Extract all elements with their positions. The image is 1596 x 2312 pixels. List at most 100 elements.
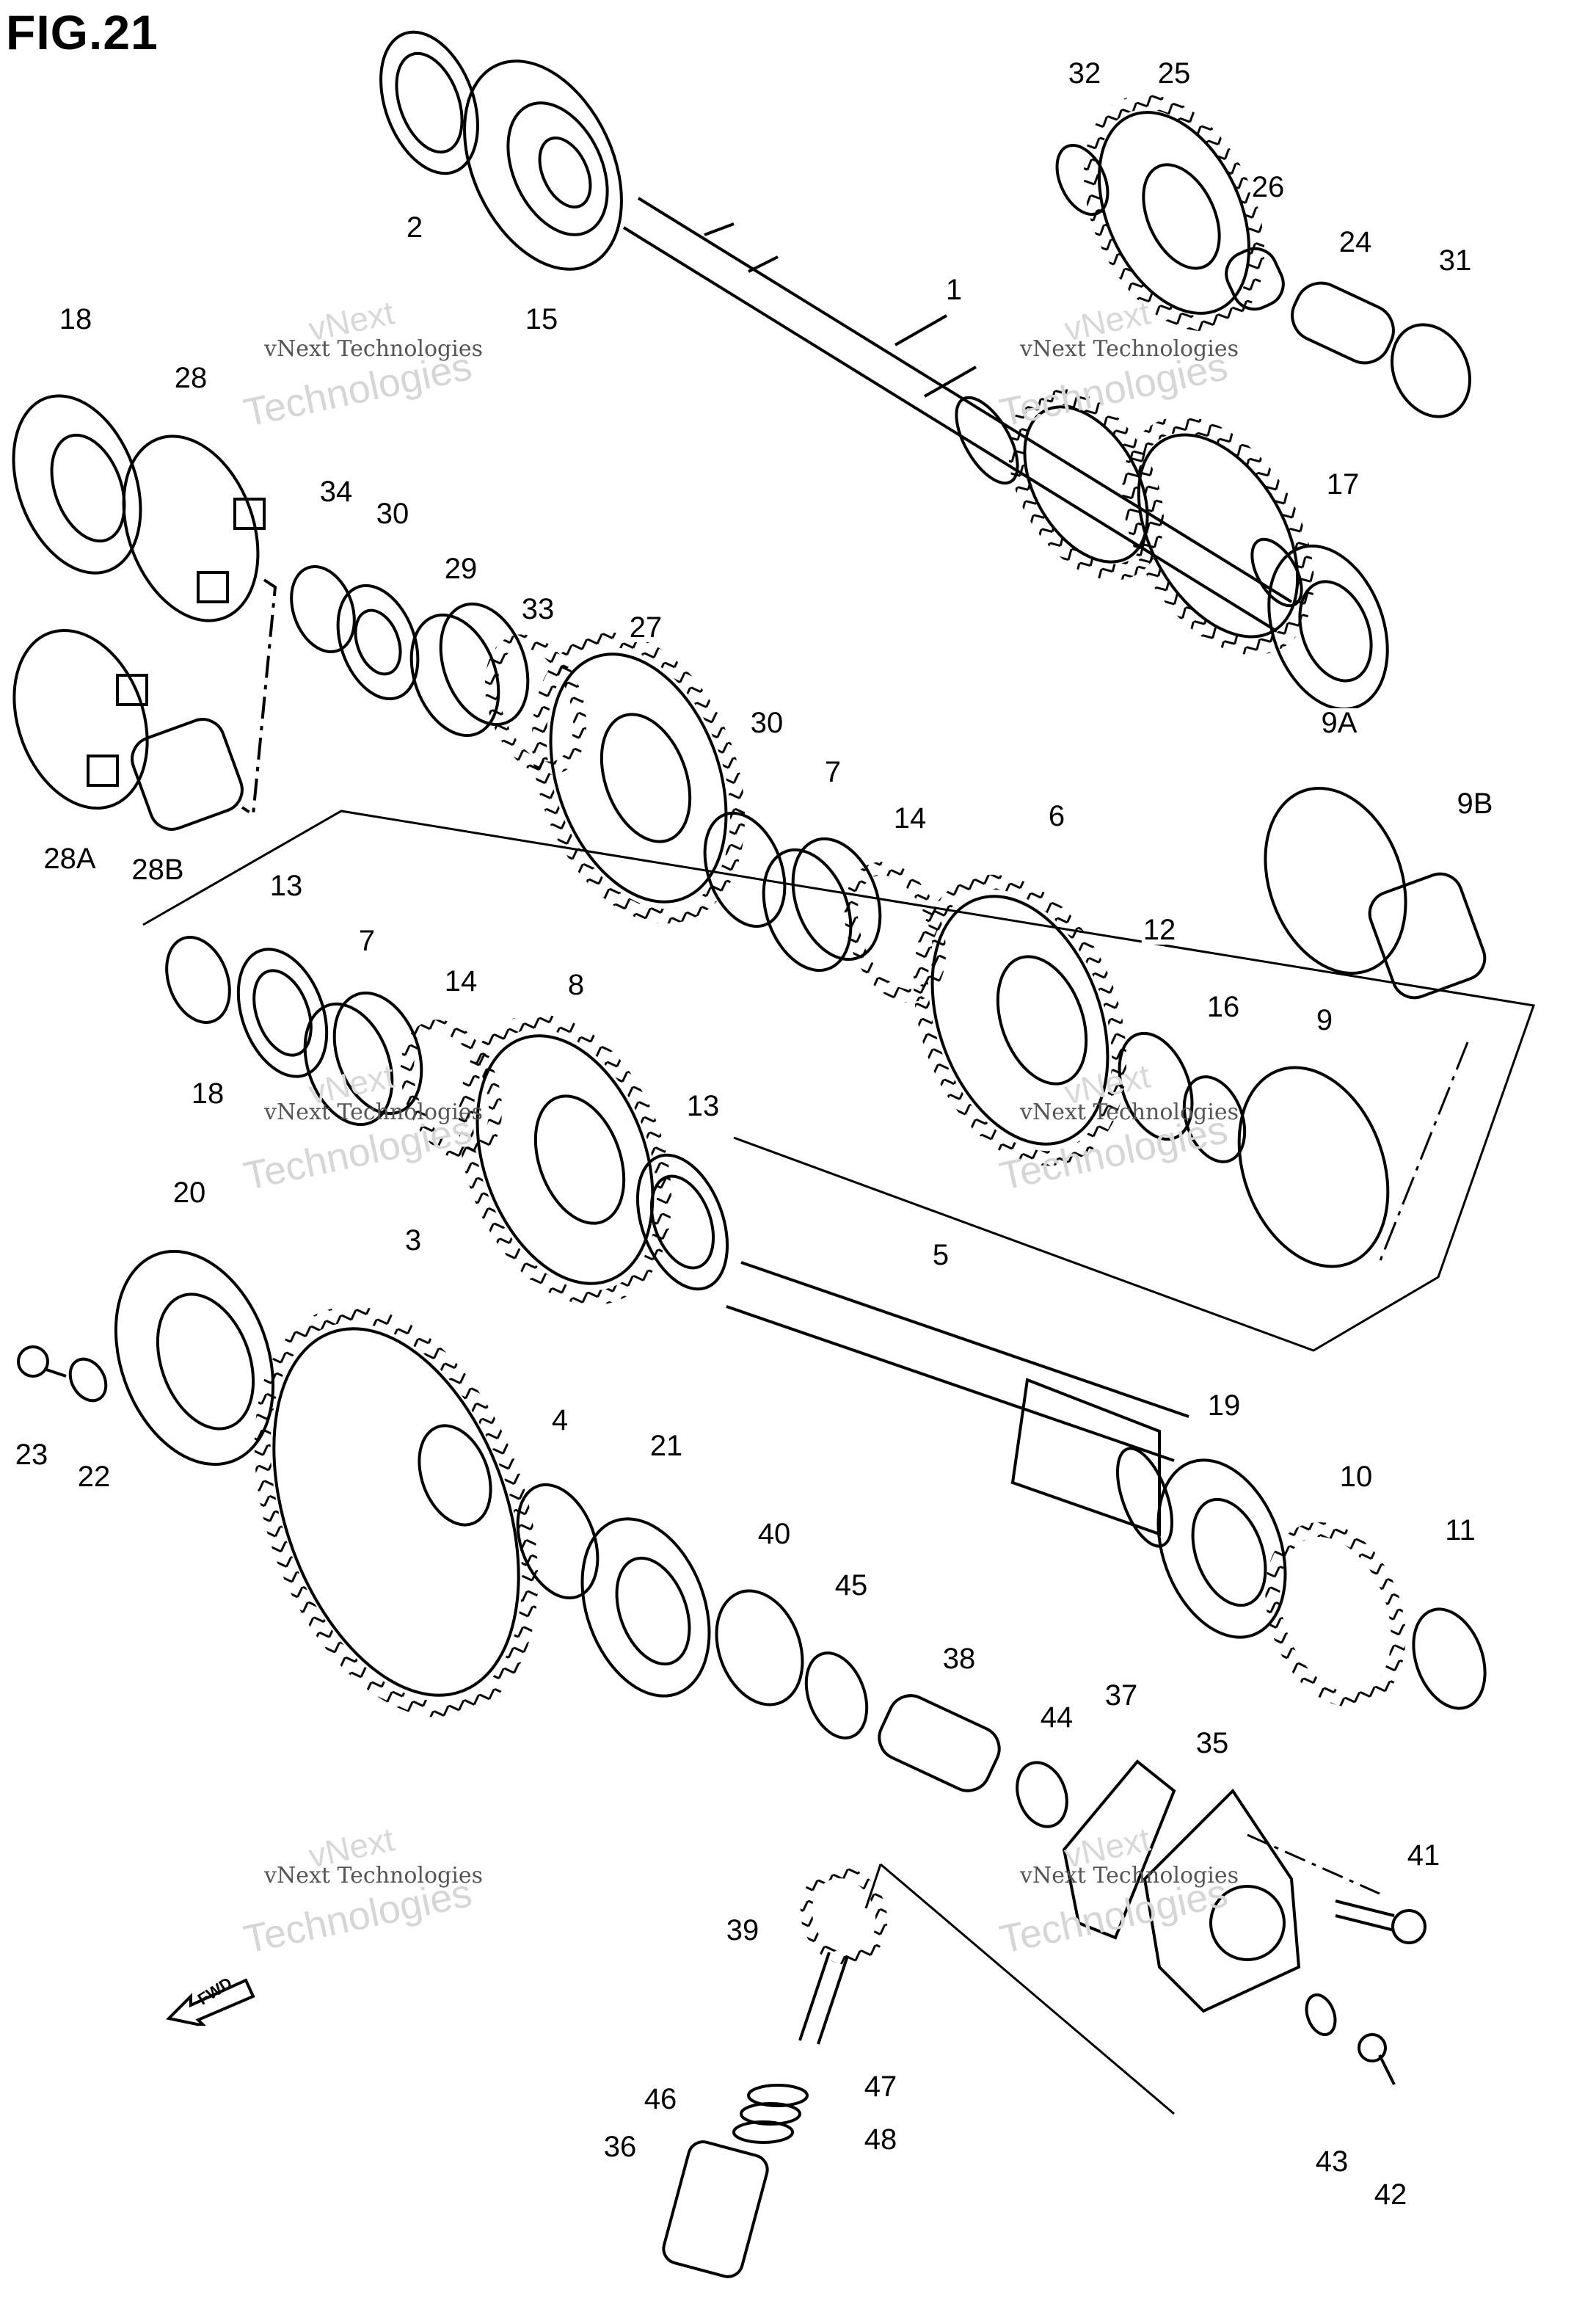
gear-27 xyxy=(531,632,746,924)
callout-13: 13 xyxy=(268,870,305,902)
callout-43: 43 xyxy=(1313,2145,1350,2178)
hub-9 xyxy=(1237,1066,1390,1268)
ring-34 xyxy=(290,564,356,654)
countershaft-5 xyxy=(726,1261,1189,1548)
bolt-42 xyxy=(1358,2033,1396,2085)
callout-32: 32 xyxy=(1066,57,1103,90)
callout-14: 14 xyxy=(892,802,928,835)
ring-11 xyxy=(1412,1607,1487,1710)
callout-1: 1 xyxy=(944,274,964,306)
washers-46-47-48 xyxy=(732,2084,809,2144)
gear-3 xyxy=(254,1306,539,1718)
sleeve-9B xyxy=(1368,872,1487,1000)
washer-45 xyxy=(804,1651,869,1740)
needle-bearing-33 xyxy=(484,634,587,775)
washer-43 xyxy=(1305,1993,1337,2037)
fwd-arrow-icon xyxy=(165,1978,255,2026)
hub-28A xyxy=(12,628,149,810)
hub-9A xyxy=(1264,787,1407,975)
callout-19: 19 xyxy=(1206,1389,1242,1422)
gear-25 xyxy=(1083,94,1265,332)
countershaft-frame xyxy=(142,810,1536,1352)
callout-7: 7 xyxy=(357,925,377,957)
bracket-39 xyxy=(864,1863,1175,2115)
callout-18: 18 xyxy=(57,303,94,335)
callout-12: 12 xyxy=(1141,914,1178,946)
callout-4: 4 xyxy=(550,1404,570,1436)
callout-17: 17 xyxy=(1324,468,1361,501)
ring-32 xyxy=(1055,143,1109,217)
callout-11: 11 xyxy=(1443,1514,1477,1546)
bearing-19 xyxy=(1156,1458,1287,1639)
dash-line-41 xyxy=(1247,1833,1380,1895)
main-shaft-1 xyxy=(622,197,1314,655)
callout-28: 28 xyxy=(172,362,209,394)
callout-10: 10 xyxy=(1338,1461,1374,1493)
sprocket-10 xyxy=(1265,1522,1406,1708)
ring-18-mid xyxy=(165,935,231,1025)
callout-35: 35 xyxy=(1194,1727,1231,1759)
gear-38 xyxy=(878,1694,1001,1792)
washer-22 xyxy=(68,1357,108,1403)
gear-8 xyxy=(458,1014,672,1306)
callout-23: 23 xyxy=(13,1439,50,1471)
collar-31 xyxy=(1391,323,1471,418)
bracket-lines xyxy=(241,578,277,818)
bearing-15 xyxy=(463,59,623,271)
gasket-37 xyxy=(1062,1759,1176,1940)
figure-title: FIG.21 xyxy=(6,5,158,59)
callout-20: 20 xyxy=(171,1177,208,1209)
bolt-41 xyxy=(1335,1900,1426,1944)
sleeve-36 xyxy=(662,2140,769,2278)
callout-46: 46 xyxy=(642,2083,679,2115)
washer-12 xyxy=(1118,1031,1194,1141)
housing-35 xyxy=(1143,1788,1301,2013)
callout-29: 29 xyxy=(442,553,479,585)
washer-30-top xyxy=(336,584,420,701)
bushing-7-mid xyxy=(762,837,882,973)
callout-34: 34 xyxy=(318,476,354,508)
gear-39 xyxy=(798,1866,888,2045)
callout-45: 45 xyxy=(833,1569,870,1602)
callout-8: 8 xyxy=(566,969,586,1001)
washer-13-low xyxy=(635,1153,729,1291)
ring-44 xyxy=(1016,1761,1068,1828)
callout-39: 39 xyxy=(724,1914,761,1946)
collar-40 xyxy=(715,1589,804,1706)
callout-13: 13 xyxy=(685,1090,721,1122)
washer-13-mid xyxy=(236,948,329,1078)
callout-3: 3 xyxy=(403,1224,423,1257)
callout-41: 41 xyxy=(1405,1839,1442,1872)
callout-27: 27 xyxy=(627,611,664,644)
callout-9B: 9B xyxy=(1455,788,1495,820)
callout-14: 14 xyxy=(442,965,479,997)
gear-6 xyxy=(913,874,1127,1166)
callout-42: 42 xyxy=(1372,2178,1409,2211)
callout-24: 24 xyxy=(1337,226,1374,258)
callout-28B: 28B xyxy=(130,854,186,886)
bearing-17 xyxy=(1267,544,1389,711)
callout-6: 6 xyxy=(1046,800,1067,832)
callout-38: 38 xyxy=(941,1643,977,1675)
callout-26: 26 xyxy=(1250,171,1286,203)
callout-47: 47 xyxy=(862,2071,899,2103)
callout-18: 18 xyxy=(189,1077,226,1110)
ring-16 xyxy=(1182,1075,1247,1163)
collar-4 xyxy=(516,1483,600,1600)
callout-25: 25 xyxy=(1156,57,1192,90)
callout-21: 21 xyxy=(648,1430,685,1462)
callout-5: 5 xyxy=(930,1239,951,1271)
callout-44: 44 xyxy=(1038,1701,1075,1734)
callout-48: 48 xyxy=(862,2123,899,2156)
bearing-21 xyxy=(580,1517,711,1698)
bearing-18-top xyxy=(12,394,142,575)
pin-24 xyxy=(1291,281,1395,365)
callout-40: 40 xyxy=(756,1518,792,1550)
callout-15: 15 xyxy=(523,303,560,335)
bolt-23 xyxy=(17,1345,67,1378)
bearing-20 xyxy=(114,1249,275,1466)
seal-2 xyxy=(379,30,479,175)
washer-30-mid xyxy=(703,811,787,928)
